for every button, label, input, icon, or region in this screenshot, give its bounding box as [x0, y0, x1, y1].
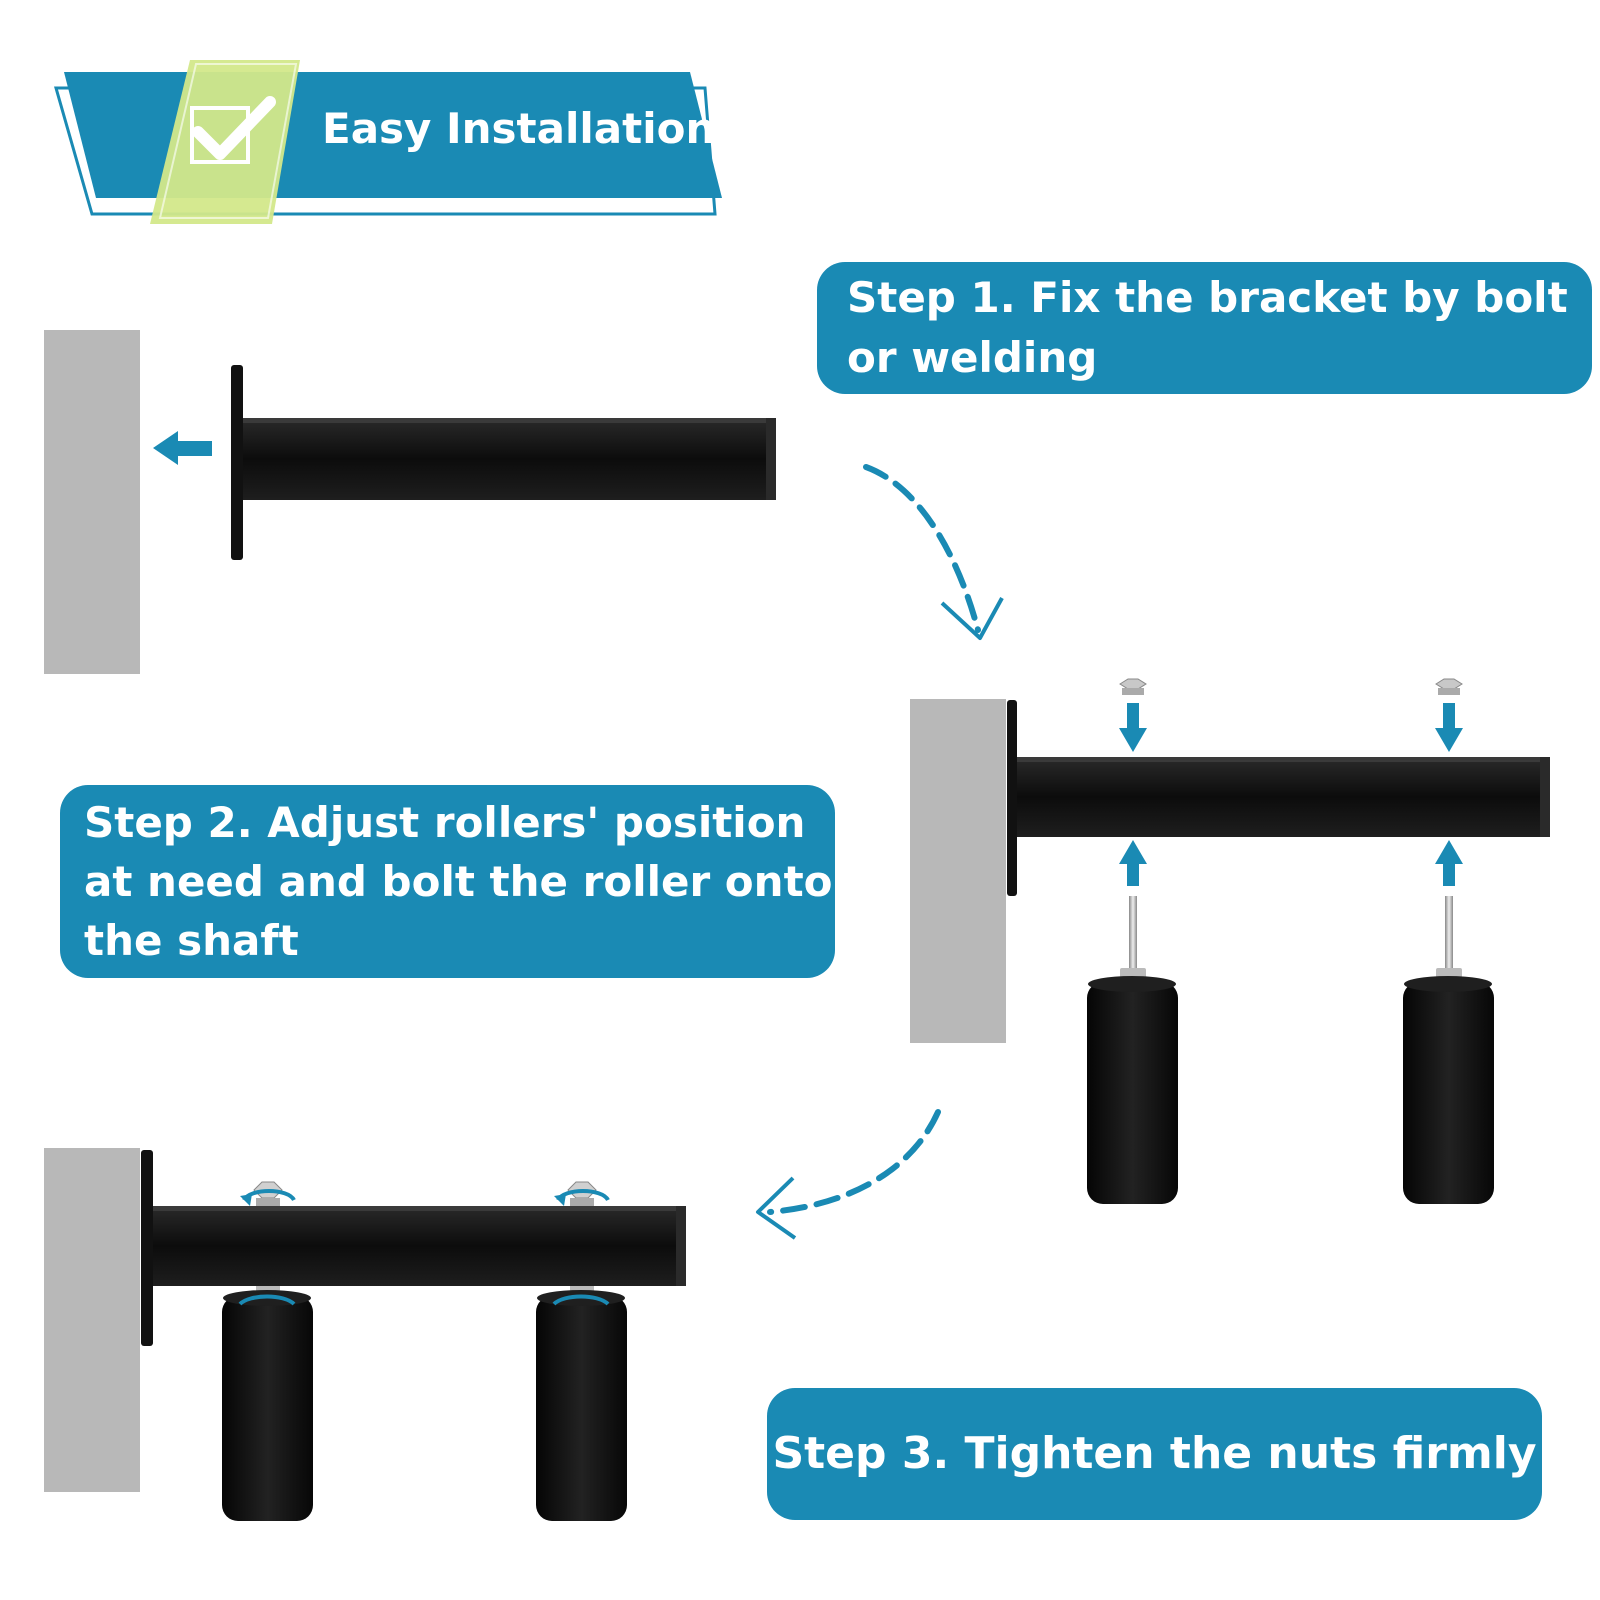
- bracket: [141, 1150, 686, 1346]
- mounting-plate: [231, 365, 243, 560]
- step1-illustration: [44, 330, 776, 674]
- mounting-plate: [141, 1150, 153, 1346]
- step-1-callout: Step 1. Fix the bracket by bolt or weldi…: [817, 262, 1592, 394]
- arrow-down-icon: [1435, 703, 1463, 752]
- wall: [910, 699, 1006, 1043]
- step3-illustration: [44, 1148, 686, 1521]
- mounting-plate: [1007, 700, 1017, 896]
- arrow-up-icon: [1435, 840, 1463, 886]
- rotate-icon: [552, 1294, 610, 1306]
- roller: [536, 1286, 627, 1521]
- rotate-icon: [238, 1294, 296, 1306]
- arrow-up-icon: [1119, 840, 1147, 886]
- step-3-text: Step 3. Tighten the nuts firmly: [772, 1428, 1537, 1479]
- banner: [54, 60, 722, 224]
- arrow-left-icon: [153, 431, 212, 465]
- step-2-callout: Step 2. Adjust rollers' position at need…: [60, 785, 835, 978]
- dashed-curved-arrow-icon: [756, 1109, 941, 1240]
- step-3-callout: Step 3. Tighten the nuts firmly: [767, 1388, 1542, 1520]
- nut: [1435, 678, 1463, 695]
- arrow-down-icon: [1119, 703, 1147, 752]
- roller: [222, 1286, 313, 1521]
- checkmark-icon: [190, 96, 276, 164]
- rotate-icon: [554, 1189, 610, 1206]
- dashed-curved-arrow-icon: [863, 464, 1004, 640]
- banner-title: Easy Installation: [322, 104, 716, 153]
- banner-accent-outline: [158, 63, 298, 219]
- wall: [44, 1148, 140, 1492]
- rotate-icon: [240, 1189, 296, 1206]
- wall: [44, 330, 140, 674]
- square-tube: [153, 1206, 686, 1286]
- roller: [1403, 896, 1494, 1204]
- square-tube: [243, 418, 776, 500]
- step-1-text: Step 1. Fix the bracket by bolt or weldi…: [847, 273, 1568, 382]
- step-2-text: Step 2. Adjust rollers' position at need…: [84, 798, 833, 965]
- nut: [1119, 678, 1147, 695]
- square-tube: [1017, 757, 1550, 837]
- step2-illustration: [910, 678, 1550, 1204]
- roller: [1087, 896, 1178, 1204]
- bracket: [231, 365, 776, 560]
- bracket: [1007, 700, 1550, 896]
